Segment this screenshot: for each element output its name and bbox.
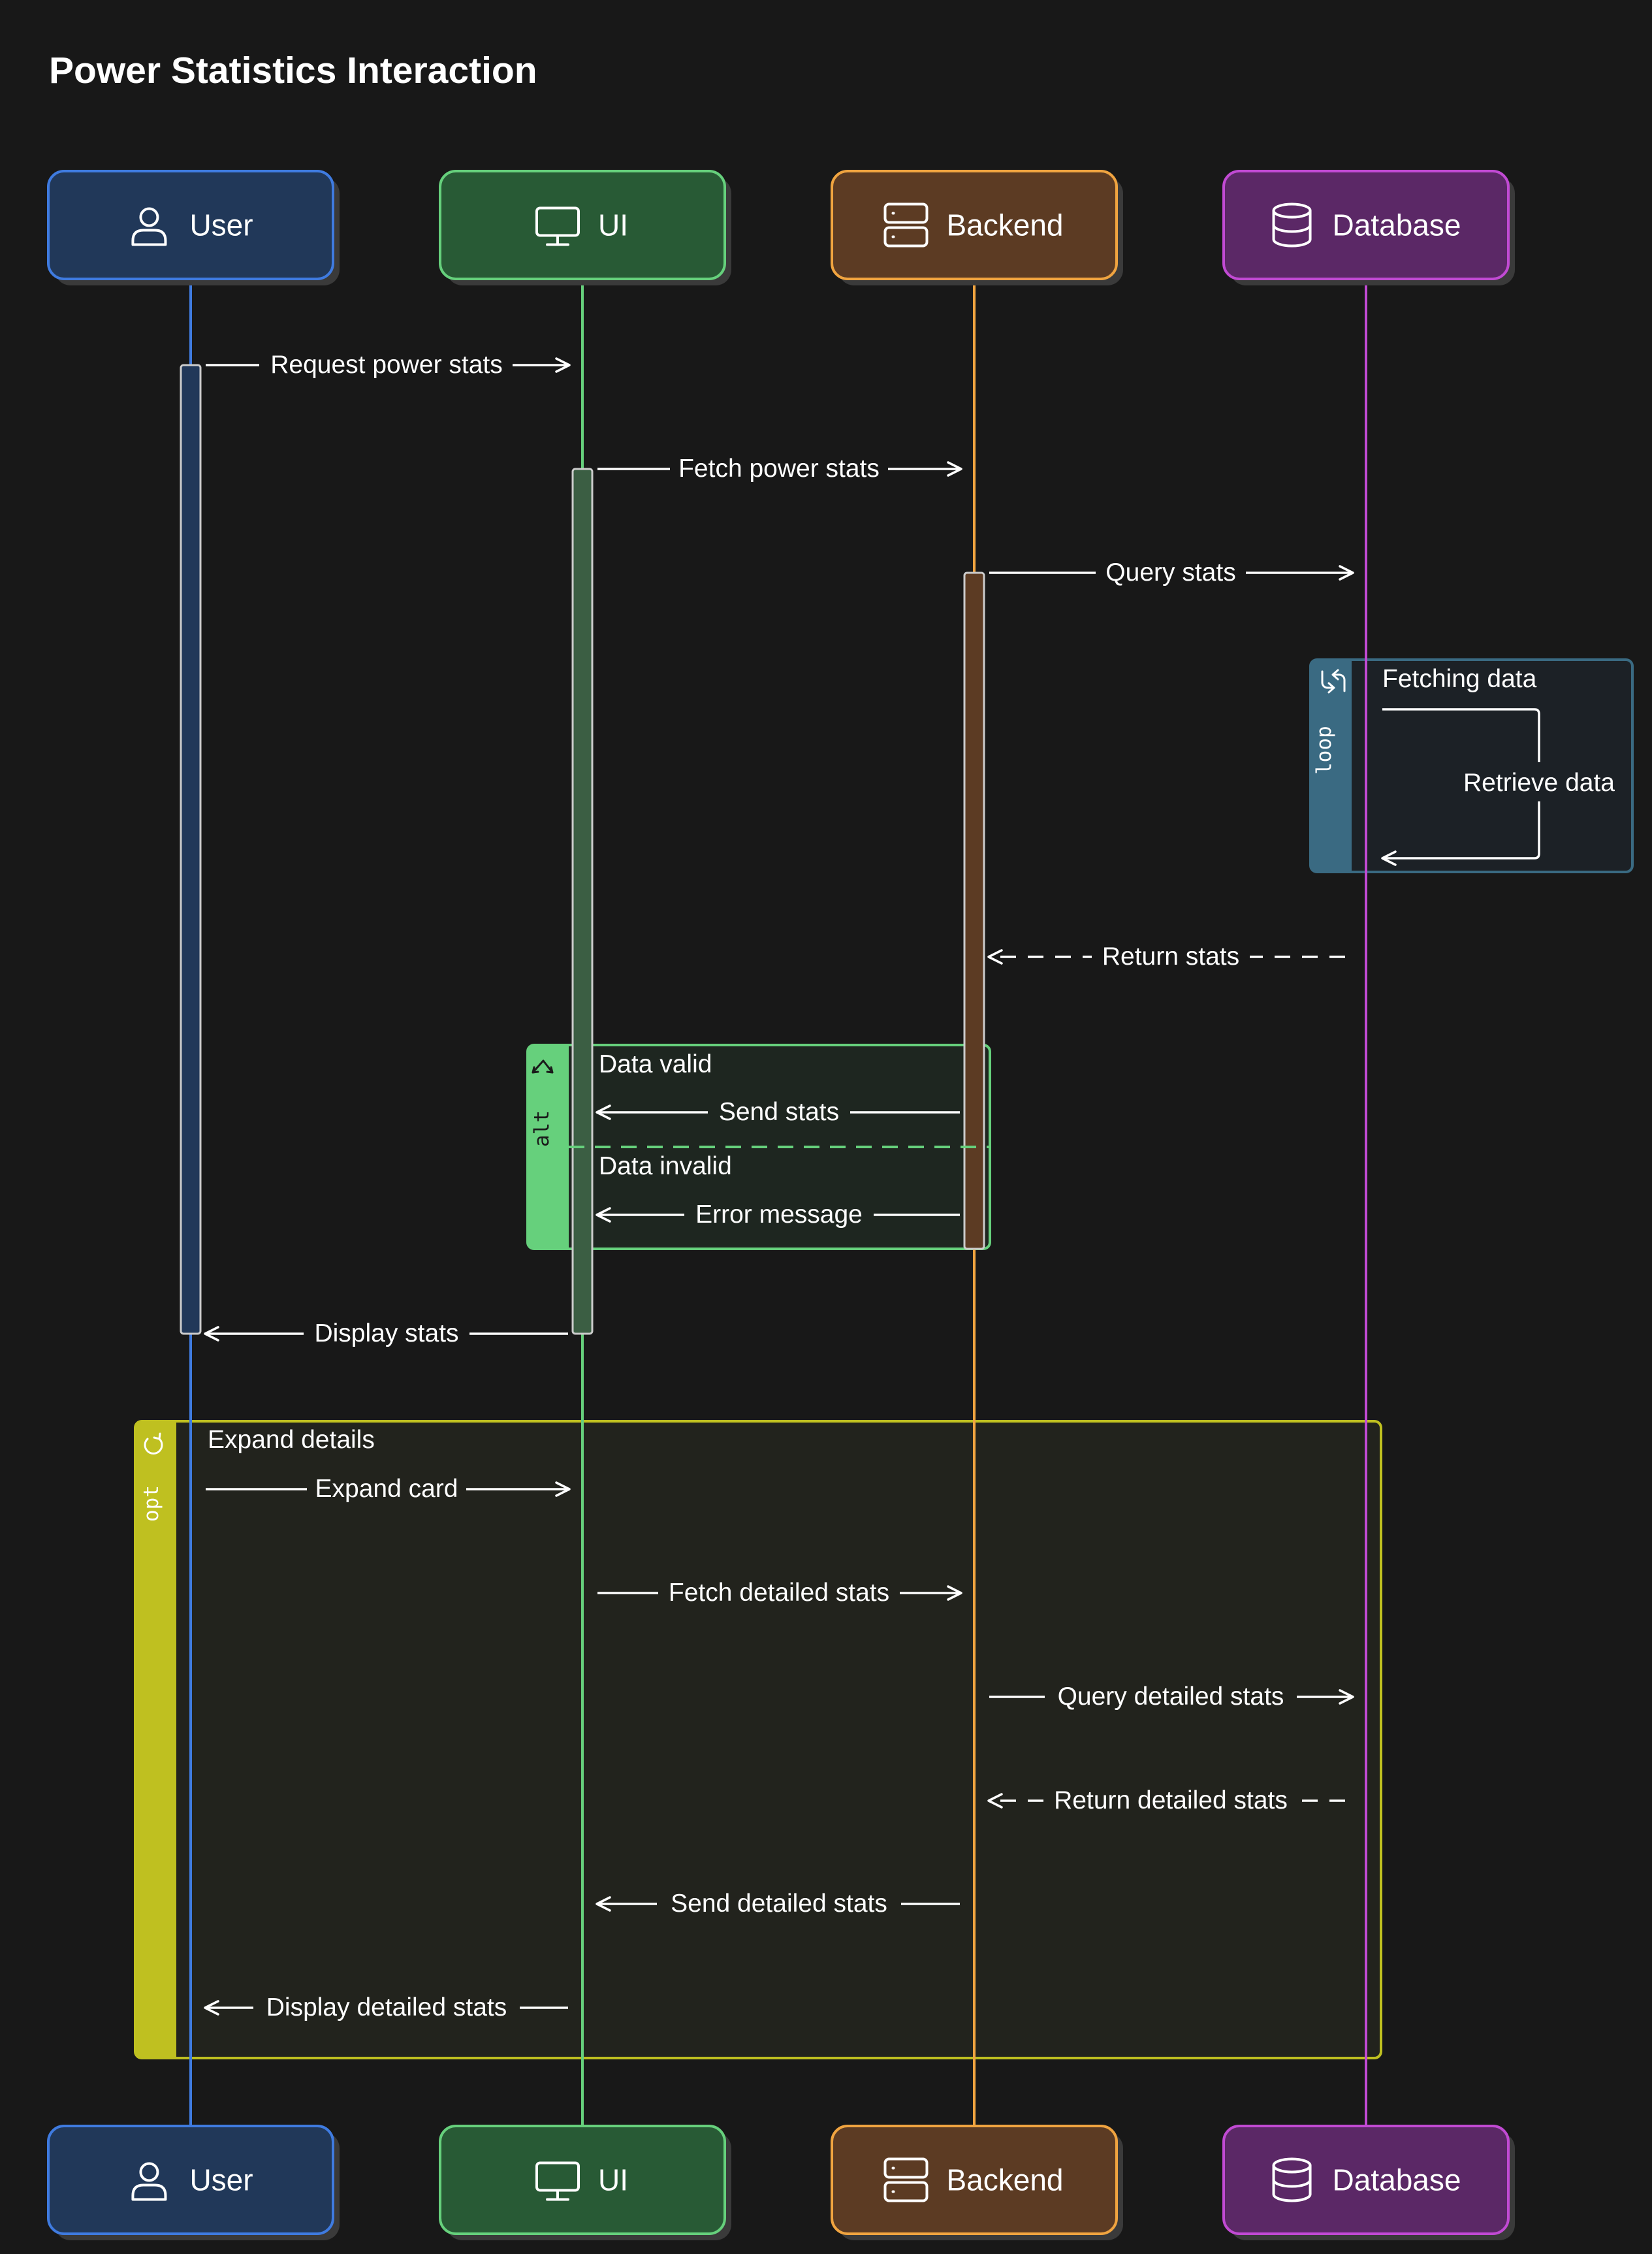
monitor-icon (535, 206, 580, 246)
svg-text:Fetch power stats: Fetch power stats (678, 455, 880, 483)
database-icon (1272, 2157, 1312, 2202)
svg-text:Query detailed stats: Query detailed stats (1058, 1682, 1284, 1711)
message-return-stats: Return stats (987, 936, 1345, 975)
participant-backend-top: Backend (831, 170, 1123, 285)
participant-user-bottom: User (47, 2125, 340, 2240)
opt-fragment-condition: Expand details (208, 1426, 375, 1454)
svg-text:Send detailed stats: Send detailed stats (671, 1890, 887, 1918)
participant-user-label: User (189, 208, 253, 242)
svg-text:Error message: Error message (695, 1200, 863, 1229)
participant-ui-label: UI (598, 2163, 628, 2197)
activation-user (180, 364, 202, 1335)
message-request-power-stats: Request power stats (206, 344, 571, 383)
user-icon (131, 2162, 167, 2201)
loop-fragment-condition: Fetching data (1382, 665, 1537, 693)
message-return-detailed-stats: Return detailed stats (987, 1780, 1345, 1819)
svg-text:Send stats: Send stats (719, 1098, 839, 1126)
alt-else-condition: Data invalid (599, 1152, 732, 1180)
server-icon (883, 2157, 929, 2202)
participant-database-top: Database (1222, 170, 1515, 285)
loop-fragment-bar (1310, 660, 1352, 872)
message-error-message: Error message (596, 1194, 960, 1233)
opt-fragment-box (134, 1420, 1382, 2059)
svg-text:Query stats: Query stats (1105, 558, 1235, 587)
participant-ui-top: UI (439, 170, 731, 285)
alt-fragment-condition: Data valid (599, 1050, 712, 1078)
opt-fragment-bar (135, 1421, 176, 2058)
alt-branch-icon (532, 1059, 554, 1074)
server-icon (883, 202, 929, 248)
monitor-icon (535, 2161, 580, 2201)
participant-user-top: User (47, 170, 340, 285)
opt-loop-arrow-icon (144, 1432, 163, 1455)
participant-database-bottom: Database (1222, 2125, 1515, 2240)
activation-ui (571, 468, 594, 1335)
participant-backend-label: Backend (946, 208, 1063, 242)
svg-text:Retrieve data: Retrieve data (1463, 769, 1615, 797)
message-send-detailed-stats: Send detailed stats (596, 1883, 960, 1922)
message-display-stats: Display stats (204, 1313, 568, 1352)
message-query-detailed-stats: Query detailed stats (989, 1676, 1354, 1715)
svg-text:Return detailed stats: Return detailed stats (1054, 1786, 1288, 1814)
user-icon (131, 207, 167, 246)
message-fetch-power-stats: Fetch power stats (597, 448, 962, 487)
opt-fragment-keyword: opt (140, 1485, 163, 1522)
svg-text:Fetch detailed stats: Fetch detailed stats (669, 1579, 889, 1607)
participant-user-label: User (189, 2163, 253, 2197)
loop-fragment-keyword: loop (1312, 726, 1336, 775)
participant-ui-bottom: UI (439, 2125, 731, 2240)
diagram-title: Power Statistics Interaction (49, 50, 537, 91)
message-display-detailed-stats: Display detailed stats (204, 1987, 568, 2026)
svg-text:Display detailed stats: Display detailed stats (266, 1993, 507, 2021)
message-fetch-detailed-stats: Fetch detailed stats (597, 1572, 962, 1611)
loop-refresh-icon (1321, 669, 1346, 694)
message-expand-card: Expand card (206, 1468, 571, 1507)
svg-text:Request power stats: Request power stats (270, 351, 503, 379)
alt-fragment-keyword: alt (530, 1110, 554, 1147)
svg-text:Return stats: Return stats (1102, 942, 1239, 971)
database-icon (1272, 202, 1312, 248)
participant-database-label: Database (1333, 208, 1461, 242)
message-query-stats: Query stats (989, 552, 1354, 591)
alt-fragment-bar (528, 1045, 569, 1249)
svg-text:Expand card: Expand card (315, 1475, 458, 1503)
participant-backend-bottom: Backend (831, 2125, 1123, 2240)
message-send-stats: Send stats (596, 1091, 960, 1131)
participant-database-label: Database (1333, 2163, 1461, 2197)
svg-text:Display stats: Display stats (314, 1319, 458, 1347)
activation-backend (963, 572, 985, 1250)
participant-backend-label: Backend (946, 2163, 1063, 2197)
participant-ui-label: UI (598, 208, 628, 242)
message-retrieve-data: Retrieve data (1381, 708, 1621, 866)
